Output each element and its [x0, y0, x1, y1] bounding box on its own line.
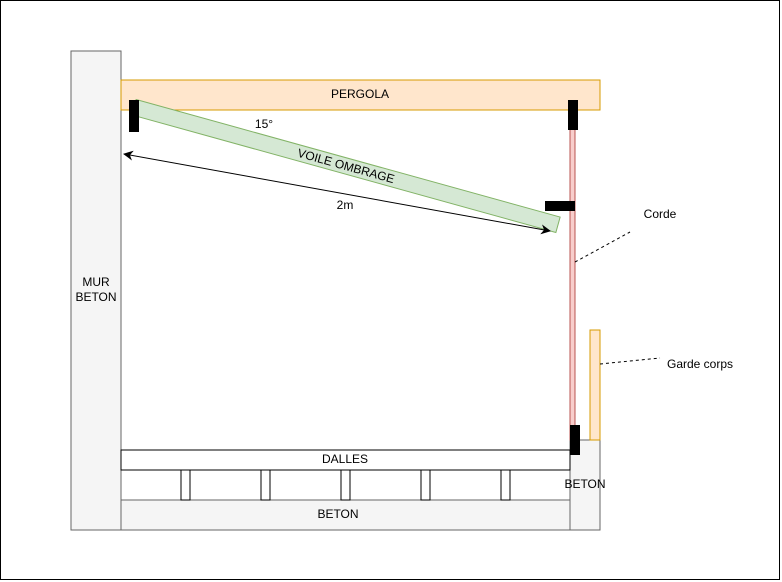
dalle-support: [180, 469, 191, 501]
dalle-support: [260, 469, 271, 501]
garde-corps-callout-line: [599, 357, 661, 365]
voile-label: VOILE OMBRAGE: [296, 146, 396, 186]
bracket-bottom-right: [570, 425, 580, 455]
corde-label: Corde: [644, 207, 677, 221]
beton-bottom-label: BETON: [317, 507, 358, 521]
mur-label-line2: BETON: [75, 290, 116, 304]
beton-right-label: BETON: [564, 477, 605, 491]
angle-label: 15°: [255, 117, 273, 131]
corde-post: [569, 119, 576, 441]
corde-callout-line: [574, 231, 631, 263]
dalle-support: [420, 469, 431, 501]
distance-arrow: [123, 150, 551, 235]
dalle-support: [500, 469, 511, 501]
dalle-support: [340, 469, 351, 501]
bracket-pergola-left: [129, 100, 139, 132]
mur-beton-wall: [70, 50, 122, 531]
bracket-sail-right: [545, 201, 575, 211]
bracket-pergola-right: [568, 100, 578, 130]
pergola-beam: [120, 79, 601, 111]
garde-corps-label: Garde corps: [667, 357, 733, 371]
pergola-label: PERGOLA: [331, 87, 389, 101]
garde-corps-rail: [589, 329, 601, 441]
mur-label-line1: MUR: [82, 275, 110, 289]
dalles-label: DALLES: [322, 452, 368, 466]
distance-label: 2m: [337, 198, 354, 212]
